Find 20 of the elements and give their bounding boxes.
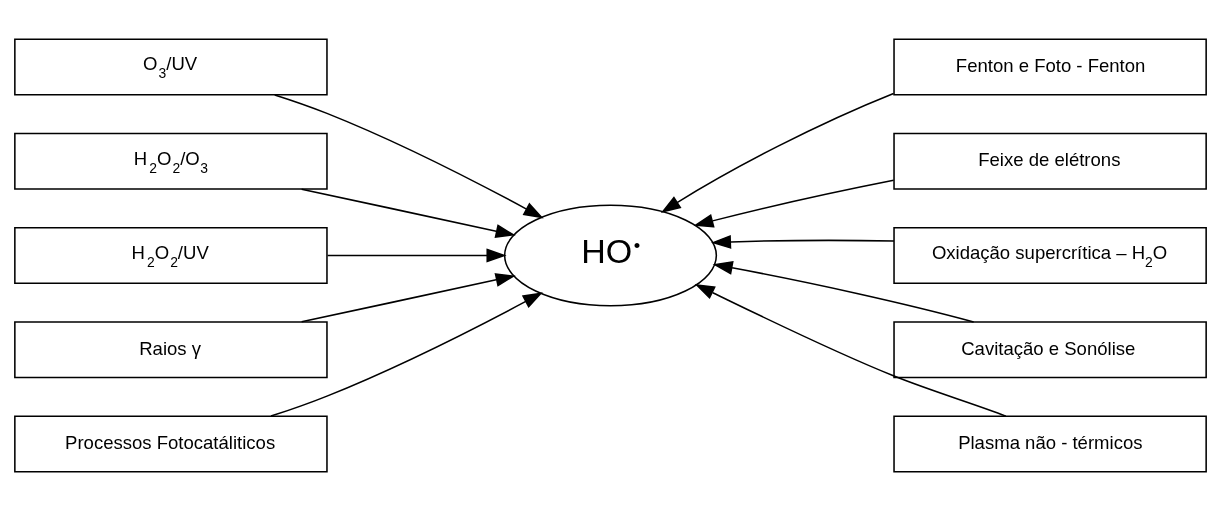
node-box: H$_{2}$O$_{2}$/O$_{3}$	[14, 132, 328, 190]
arrow	[270, 292, 543, 417]
arrow	[660, 92, 895, 213]
arrow	[693, 179, 895, 228]
node-box: Processos Fotocatáliticos	[14, 415, 328, 473]
arrow	[712, 260, 975, 323]
node-box: H$_{2}$O$_{2}$/UV	[14, 226, 328, 285]
node-box: Fenton e Foto - Fenton	[893, 38, 1207, 96]
node-box: Raios γ	[14, 321, 328, 379]
node-box: Plasma não - térmicos	[893, 415, 1207, 473]
arrow	[300, 188, 516, 238]
arrow	[273, 94, 544, 219]
node-box: Oxidação supercrítica – H$_{2}$O	[893, 226, 1207, 285]
arrow	[326, 248, 507, 263]
node-box: O$_{3}$/UV	[14, 38, 328, 96]
node-box: Feixe de elétrons	[893, 132, 1207, 190]
arrow	[694, 284, 1007, 417]
node-box: Cavitação e Sonólise	[893, 321, 1207, 379]
arrow	[300, 273, 516, 323]
arrow	[710, 234, 895, 249]
